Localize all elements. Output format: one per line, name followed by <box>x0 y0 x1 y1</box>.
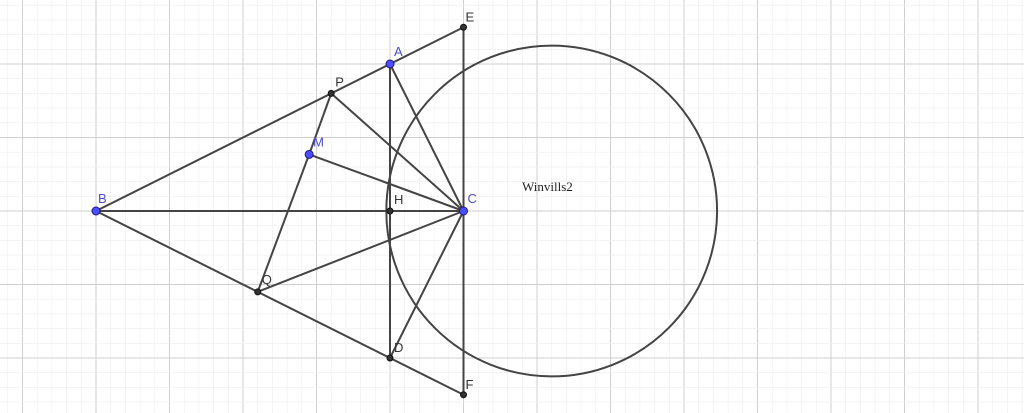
point-label-h: H <box>394 192 403 207</box>
point-b[interactable] <box>91 206 101 216</box>
segment-layer <box>95 26 465 396</box>
point-label-a: A <box>394 44 403 59</box>
point-label-e: E <box>466 9 475 24</box>
point-d[interactable] <box>386 354 394 362</box>
segment-dc[interactable] <box>389 210 465 359</box>
point-a[interactable] <box>385 59 395 69</box>
segment-pm[interactable] <box>308 92 333 156</box>
point-label-c: C <box>468 191 477 206</box>
point-label-p: P <box>335 74 344 89</box>
point-e[interactable] <box>460 23 467 31</box>
point-label-m: M <box>313 134 324 149</box>
segment-bf[interactable] <box>95 210 465 396</box>
segment-ac[interactable] <box>389 63 465 212</box>
label-layer: A B C D E F H M P Q <box>98 9 477 392</box>
point-label-b: B <box>98 191 107 206</box>
segment-be[interactable] <box>95 26 465 212</box>
segment-pc[interactable] <box>330 92 465 212</box>
point-label-d: D <box>394 340 403 355</box>
watermark-text: Winvills2 <box>522 179 573 194</box>
segment-mq[interactable] <box>256 153 311 293</box>
point-f[interactable] <box>460 391 467 399</box>
point-layer <box>91 23 468 399</box>
point-q[interactable] <box>254 288 262 296</box>
point-label-q: Q <box>262 272 272 287</box>
point-p[interactable] <box>327 89 335 97</box>
segment-qc[interactable] <box>256 210 465 293</box>
segment-mc[interactable] <box>308 153 465 212</box>
point-c[interactable] <box>459 206 468 216</box>
point-h[interactable] <box>386 207 394 215</box>
point-label-f: F <box>466 377 474 392</box>
point-m[interactable] <box>304 149 314 159</box>
